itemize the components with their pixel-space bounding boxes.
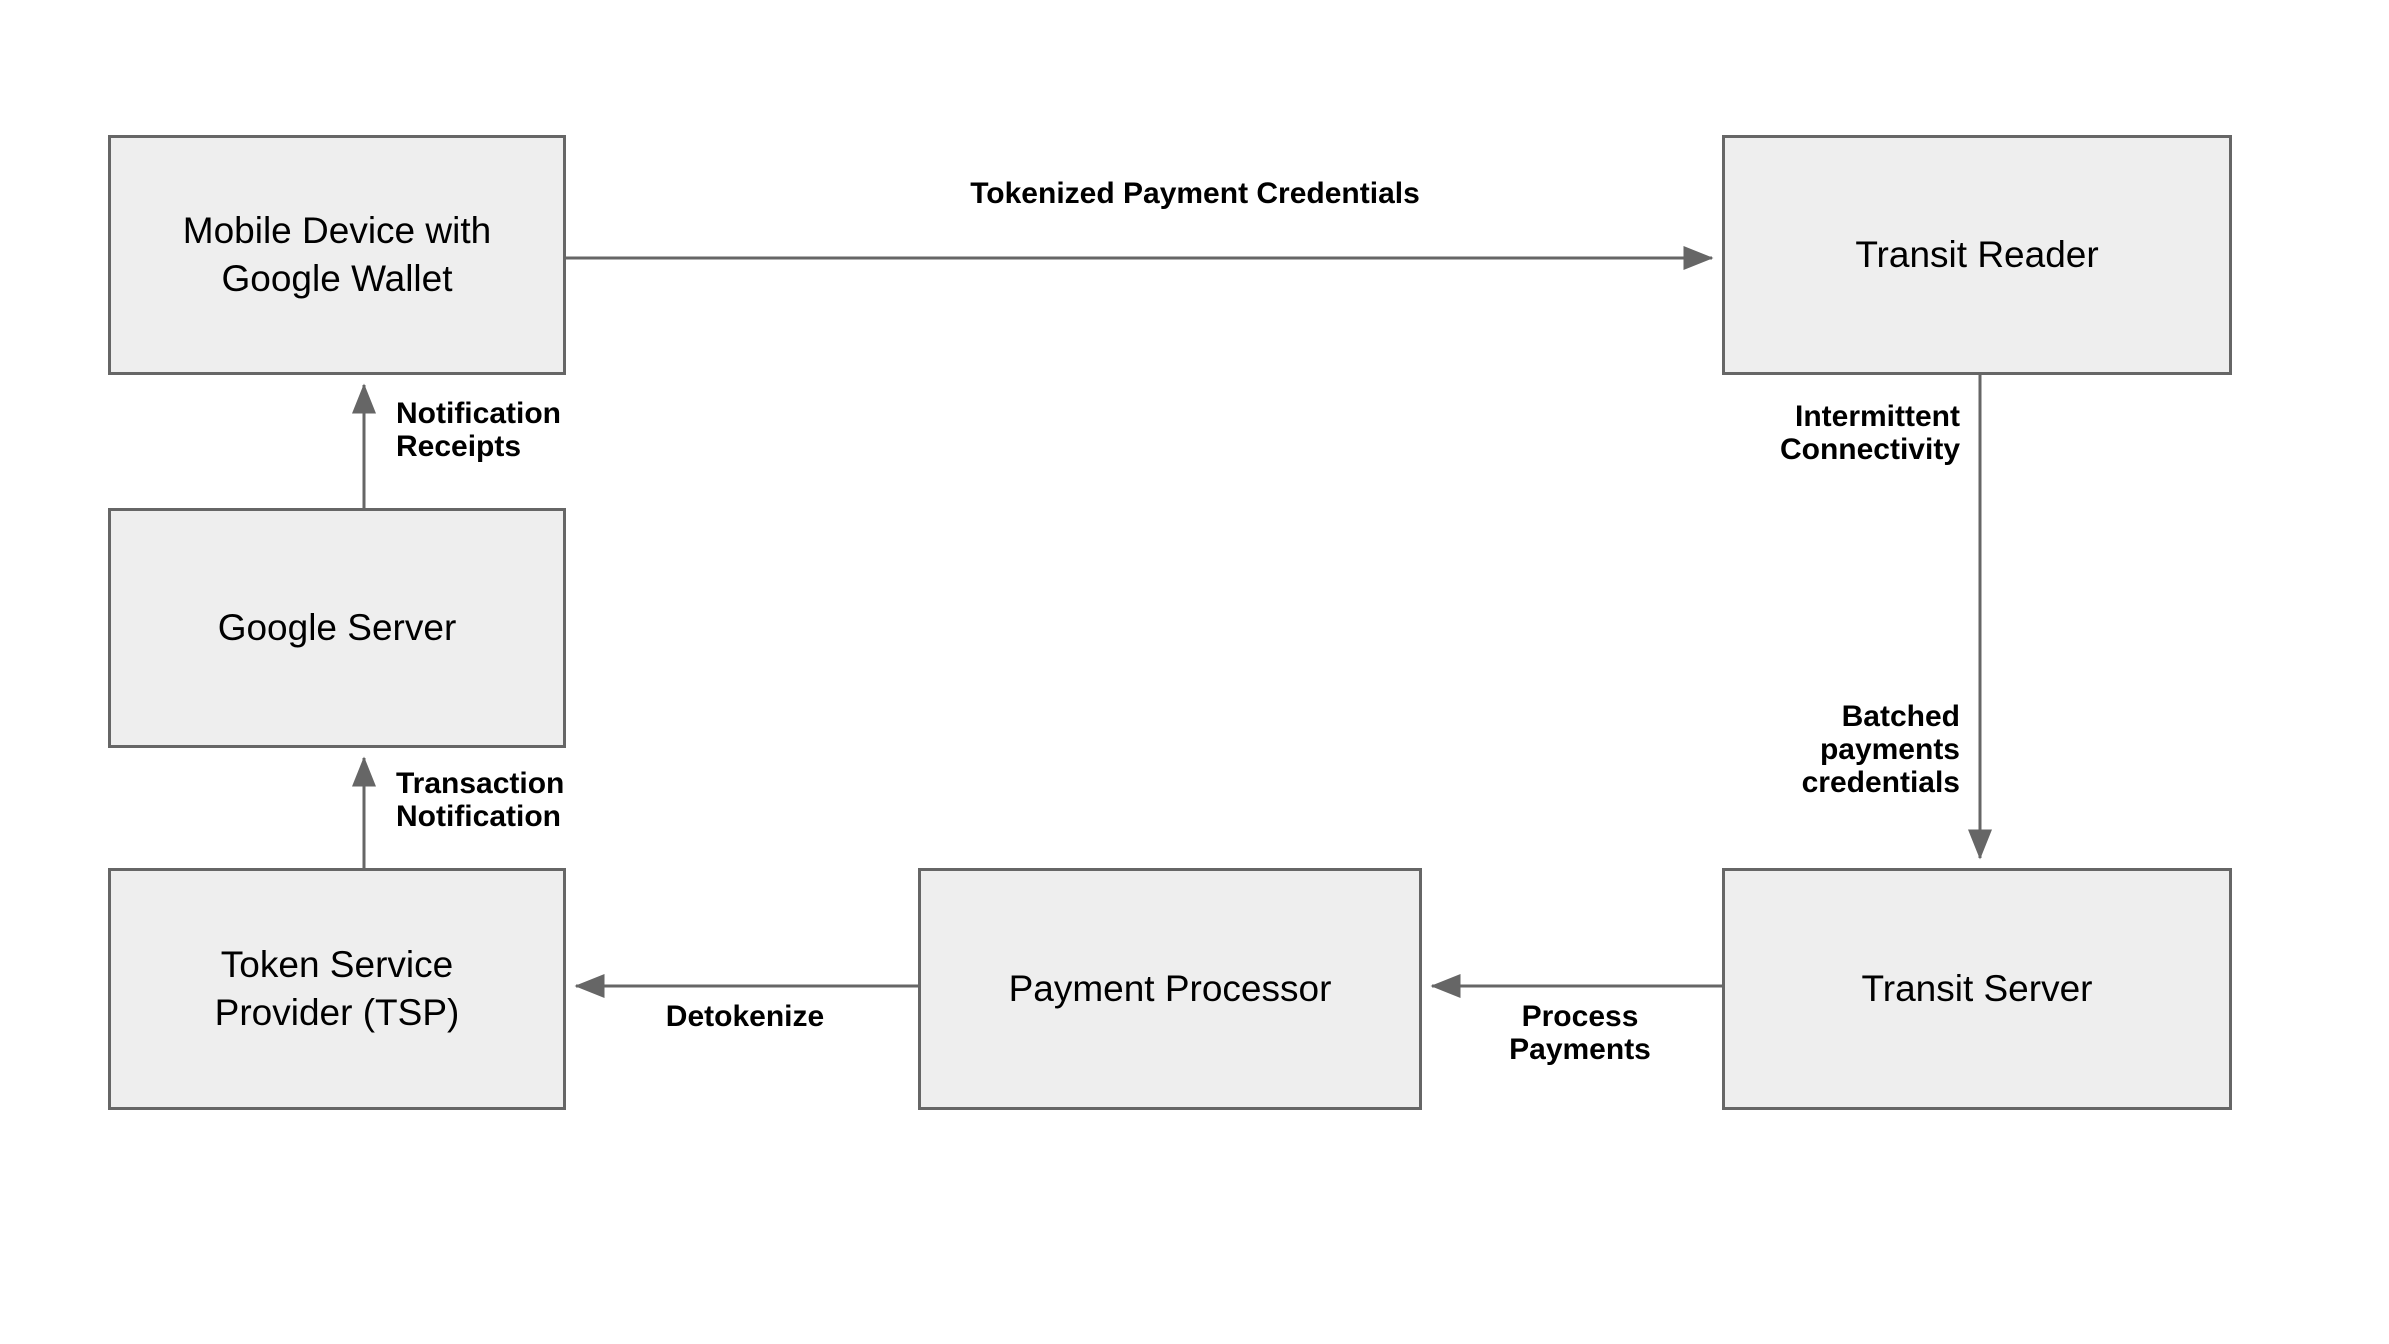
edge-label-notification-receipts: Notification Receipts — [396, 397, 561, 463]
edge-label-process-payments: Process Payments — [1509, 1000, 1651, 1066]
edge-label-batched-payments-credentials: Batched payments credentials — [1801, 700, 1960, 799]
node-payment-processor[interactable]: Payment Processor — [918, 868, 1422, 1110]
edge-label-transaction-notification: Transaction Notification — [396, 767, 565, 833]
node-token-service-provider-label: Token Service Provider (TSP) — [214, 944, 460, 1033]
edge-label-tokenized-payment-credentials: Tokenized Payment Credentials — [970, 177, 1420, 210]
node-mobile-device[interactable]: Mobile Device with Google Wallet — [108, 135, 566, 375]
node-token-service-provider[interactable]: Token Service Provider (TSP) — [108, 868, 566, 1110]
node-transit-reader-label: Transit Reader — [1855, 234, 2099, 275]
node-transit-reader[interactable]: Transit Reader — [1722, 135, 2232, 375]
node-google-server[interactable]: Google Server — [108, 508, 566, 748]
node-mobile-device-label: Mobile Device with Google Wallet — [182, 210, 492, 299]
node-payment-processor-label: Payment Processor — [1008, 968, 1332, 1009]
node-transit-server[interactable]: Transit Server — [1722, 868, 2232, 1110]
node-google-server-label: Google Server — [217, 607, 457, 648]
edge-label-detokenize: Detokenize — [665, 1000, 825, 1033]
edge-label-intermittent-connectivity: Intermittent Connectivity — [1779, 400, 1960, 466]
node-transit-server-label: Transit Server — [1861, 968, 2093, 1009]
